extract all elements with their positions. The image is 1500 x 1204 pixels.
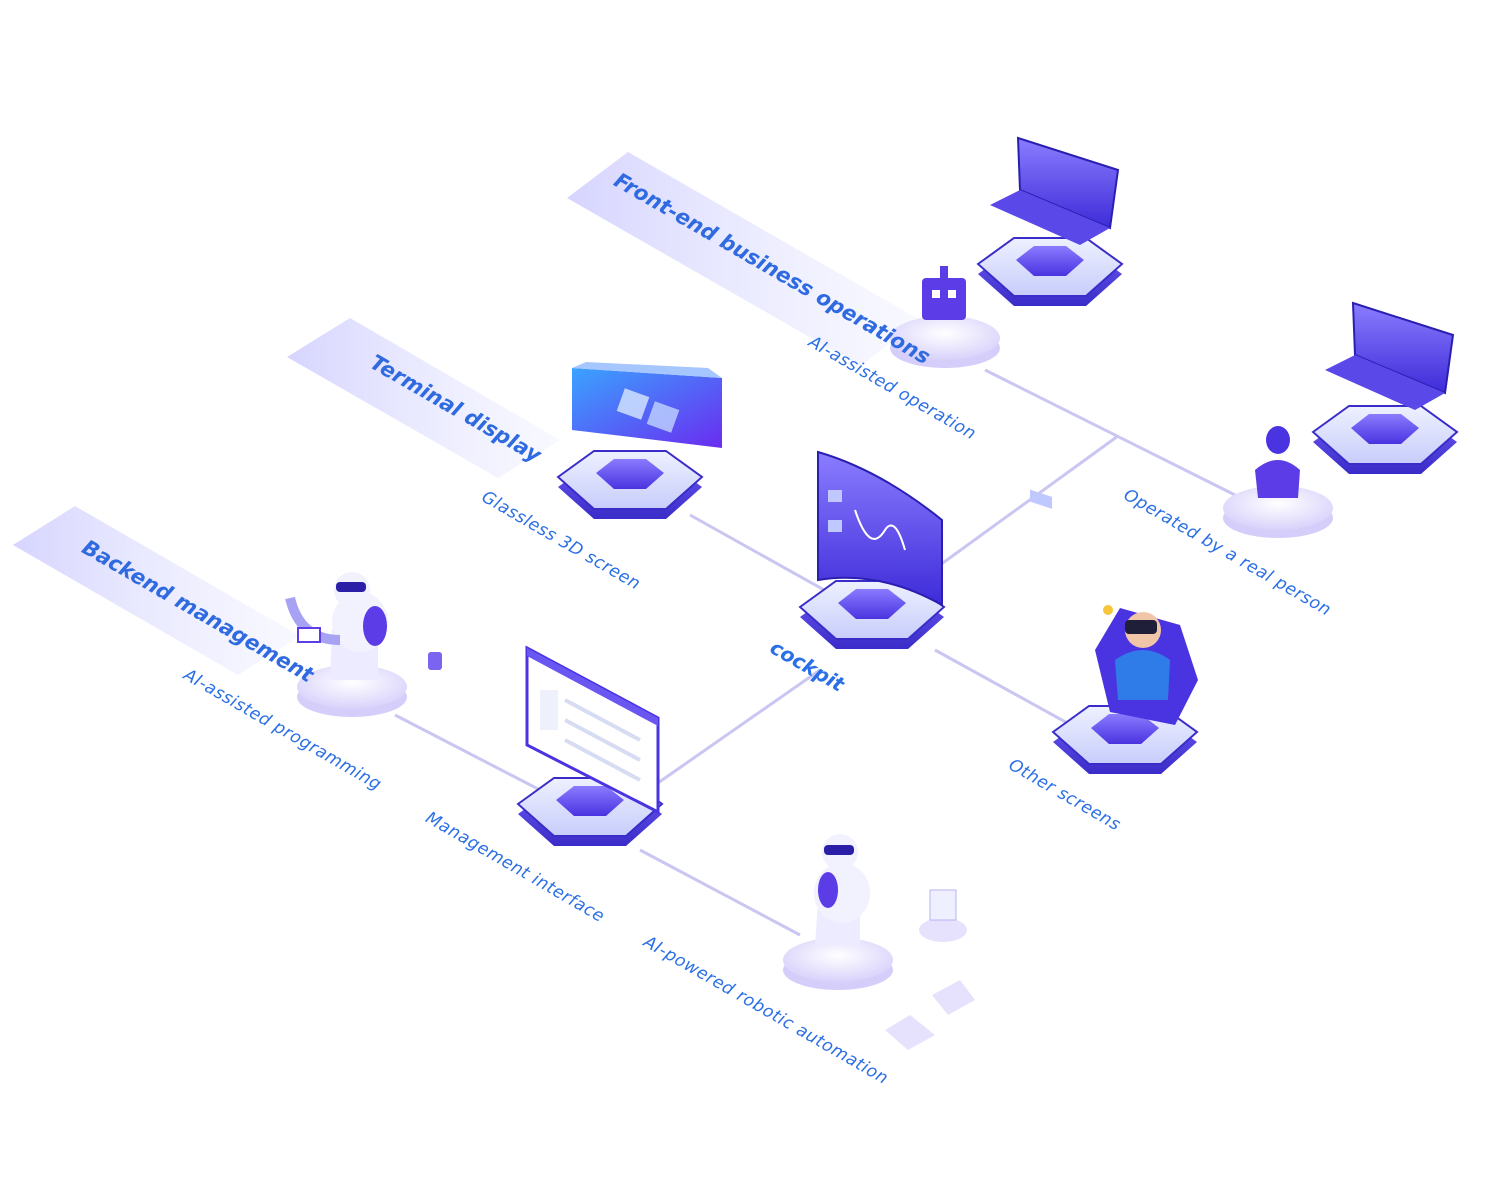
connector-lines (394, 368, 1236, 937)
platform-laptop-right (1311, 405, 1459, 474)
platform-laptop-top (976, 237, 1124, 306)
cockpit-screen-icon (817, 450, 943, 607)
band-terminal (287, 318, 560, 478)
laptop-icon (1325, 301, 1455, 410)
disc-ai-rpa (783, 938, 893, 990)
robot-head-icon (922, 266, 966, 320)
disc-real-person (1223, 486, 1333, 538)
vr-user-icon (1095, 605, 1198, 725)
person-icon (1255, 426, 1300, 498)
platform-cockpit (798, 580, 946, 649)
dashboard-window-icon (525, 645, 660, 815)
3d-cube-display-icon (572, 362, 722, 448)
platform-3d-screen (556, 450, 704, 519)
disc-ai-operation (890, 316, 1000, 368)
band-backend (13, 506, 300, 675)
laptop-icon (990, 136, 1120, 509)
robot-automation-icon (814, 834, 975, 1050)
robot-programming-icon (285, 572, 442, 680)
band-front-end (567, 152, 920, 366)
platform-management (516, 777, 664, 846)
disc-ai-programming (297, 665, 407, 717)
